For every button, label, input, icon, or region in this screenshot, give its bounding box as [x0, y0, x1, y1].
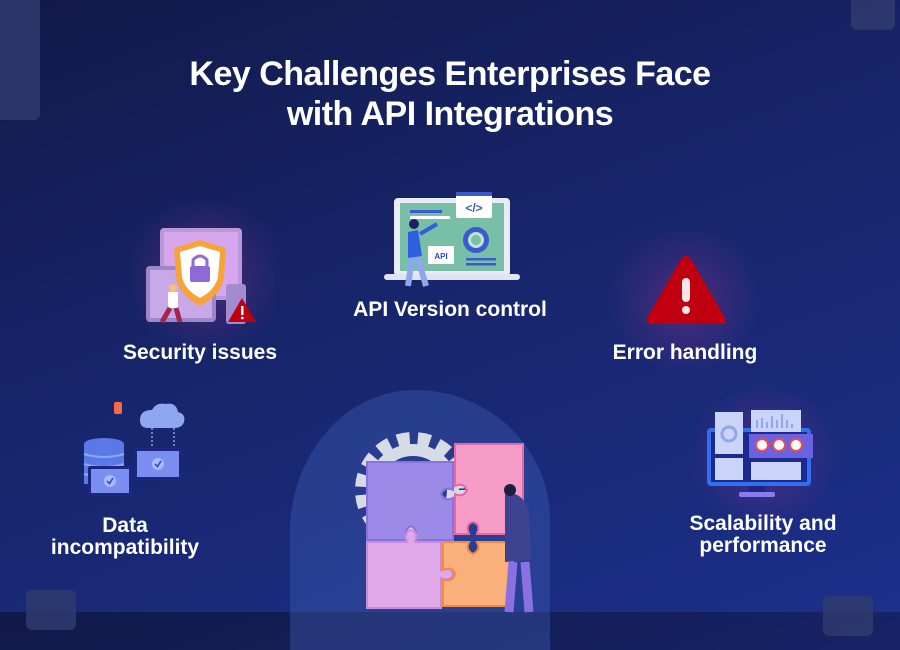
label-line-2: incompatibility	[50, 536, 200, 559]
puzzle-gear-icon	[355, 432, 534, 613]
title-line-1: Key Challenges Enterprises Face	[189, 55, 711, 93]
shield-lock-icon	[146, 228, 256, 324]
challenge-label: Scalability and performance	[668, 513, 858, 557]
page-title: Key Challenges Enterprises Face with API…	[0, 54, 900, 134]
label-line-1: Data	[102, 514, 148, 537]
decor-block-top-right	[851, 0, 895, 30]
label-line-1: Scalability and	[689, 512, 837, 535]
laptop-code-icon: </> API	[384, 192, 520, 287]
decor-block-top-left	[0, 0, 40, 120]
svg-text:API: API	[434, 252, 447, 261]
challenge-label: Error handling	[612, 341, 758, 364]
challenge-label: API Version control	[353, 298, 547, 321]
warning-triangle-icon	[646, 256, 726, 324]
challenge-label: Data incompatibility	[30, 515, 220, 559]
database-cloud-icon	[83, 402, 185, 496]
svg-text:</>: </>	[465, 201, 482, 215]
dashboard-monitor-icon	[707, 410, 813, 497]
label-line-2: performance	[699, 534, 827, 557]
decor-block-bottom-right	[823, 596, 873, 636]
title-line-2: with API Integrations	[286, 95, 614, 133]
challenge-label: Security issues	[122, 341, 278, 364]
decor-block-bottom-left	[26, 590, 76, 630]
